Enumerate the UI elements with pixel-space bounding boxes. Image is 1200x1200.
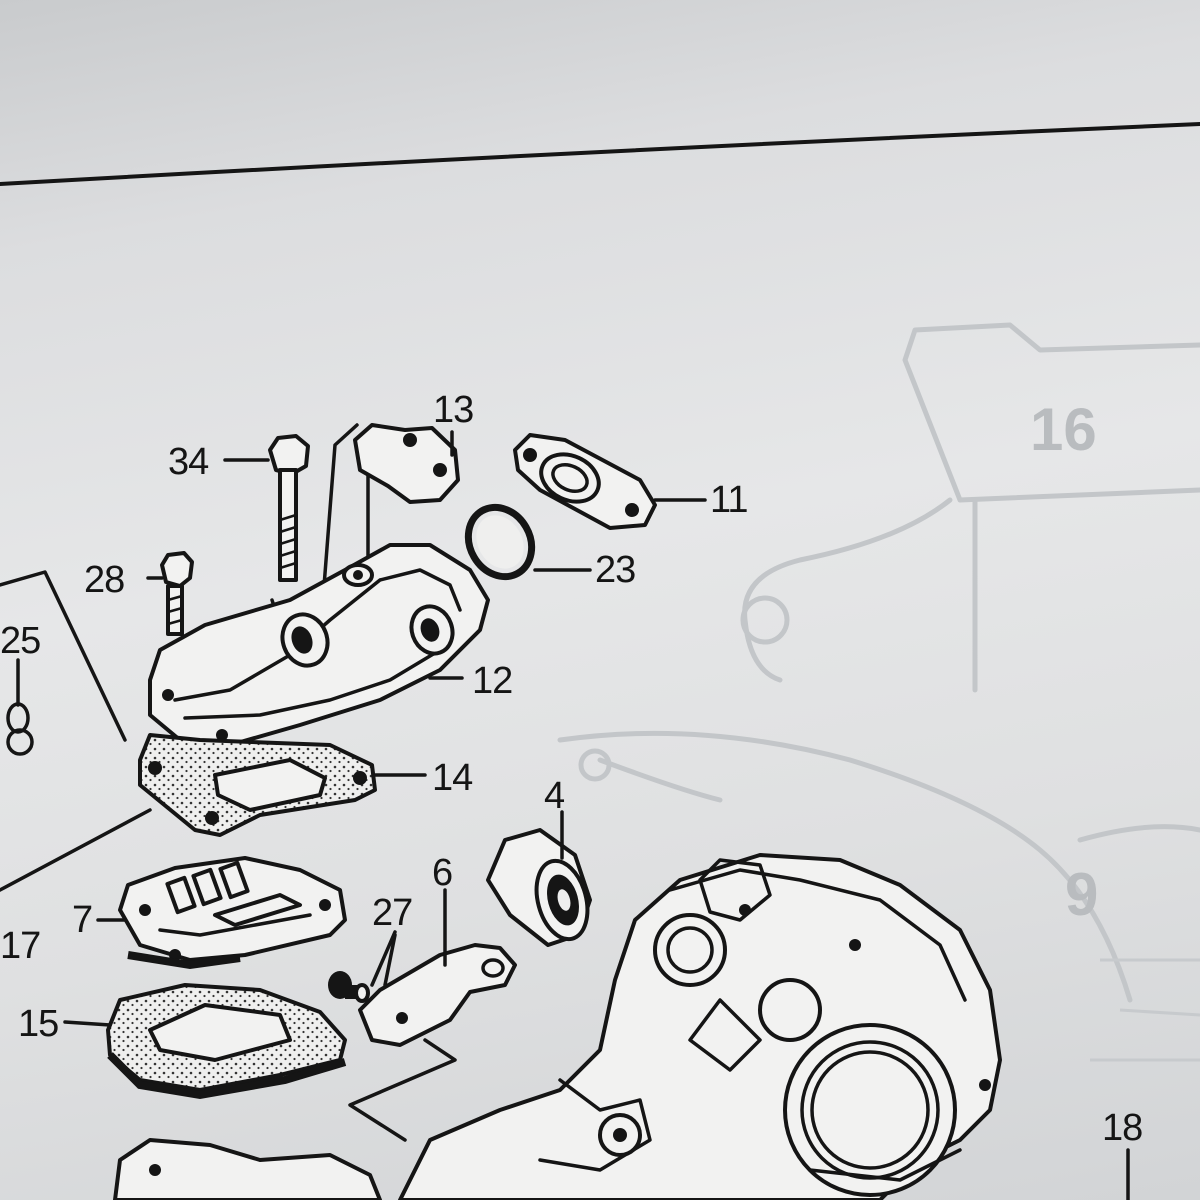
callout-11: 11 xyxy=(710,479,747,521)
callout-15: 15 xyxy=(18,1003,58,1045)
callout-18: 18 xyxy=(1102,1107,1142,1149)
callout-34: 34 xyxy=(168,441,209,483)
outline-left-lower xyxy=(0,808,152,892)
lower-housing-partial xyxy=(113,1138,382,1200)
part-23-o-ring xyxy=(464,503,536,581)
part-27-screw xyxy=(328,971,370,1003)
part-4-bushing xyxy=(486,828,592,947)
leader-bracket xyxy=(320,423,359,614)
part-14-gasket xyxy=(138,733,377,837)
callout-25: 25 xyxy=(0,620,40,662)
page-border-line xyxy=(0,122,1200,186)
callout-28: 28 xyxy=(84,559,124,601)
part-34-bolt xyxy=(268,434,310,614)
callout-23: 23 xyxy=(595,549,635,591)
part-7-reed-valve xyxy=(118,856,347,970)
part-25-clip xyxy=(6,658,34,756)
part-13-bracket xyxy=(353,423,460,567)
callout-13: 13 xyxy=(433,389,473,431)
callout-6: 6 xyxy=(432,852,452,894)
callout-12: 12 xyxy=(472,660,512,702)
leader-27-stub xyxy=(383,933,397,987)
callout-14: 14 xyxy=(432,757,473,799)
part-11-flange xyxy=(513,433,657,530)
outline-left-upper xyxy=(0,570,127,742)
callout-27: 27 xyxy=(372,892,412,934)
ghost-label-16: 16 xyxy=(1030,396,1097,463)
callout-7: 7 xyxy=(72,899,92,941)
outline-bottom-mid xyxy=(348,1038,457,1142)
ghost-label-9: 9 xyxy=(1065,861,1098,928)
part-6-plate xyxy=(358,943,517,1047)
part-18-crankcase xyxy=(398,853,1002,1200)
part-28-bolt xyxy=(160,551,194,636)
callout-17: 17 xyxy=(0,925,40,967)
callout-4: 4 xyxy=(544,775,565,817)
ghost-show-through: 16 9 xyxy=(557,322,1200,1062)
part-15-gasket xyxy=(106,983,347,1100)
callout-leaders xyxy=(63,430,1130,1200)
part-12-intake-manifold xyxy=(148,543,490,747)
